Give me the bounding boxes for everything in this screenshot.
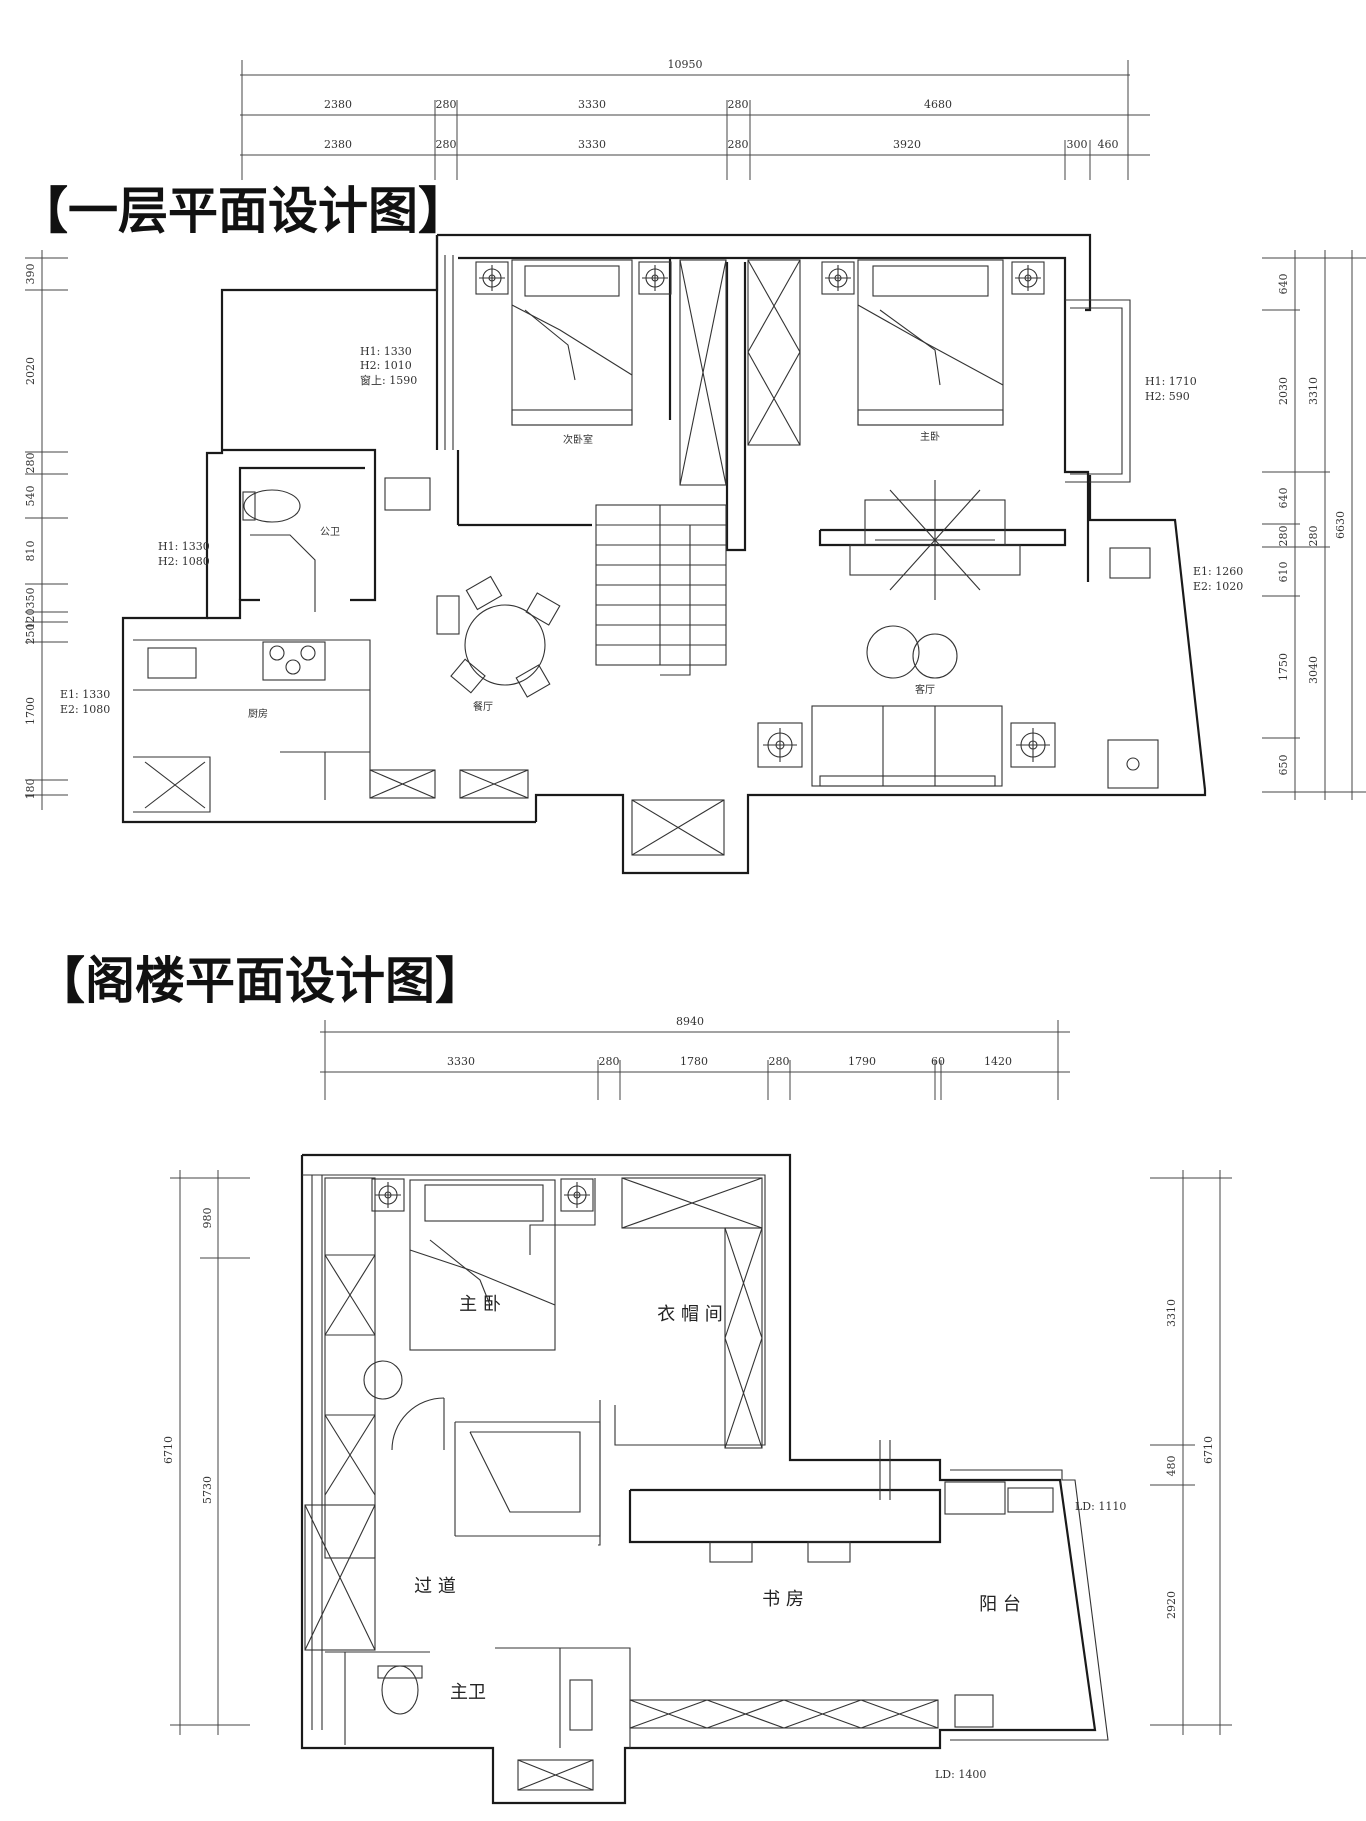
attic-left-dim-2: 5730: [201, 1476, 214, 1504]
bed-master: [857, 259, 1004, 426]
ground-right-dim-5: 610: [1277, 562, 1290, 583]
attic-right-dim-3: 2920: [1165, 1591, 1178, 1619]
ground-note-b2: H2: 590: [1145, 390, 1190, 403]
ground-left-dim-4: 540: [24, 486, 37, 507]
ground-fixtures: [147, 477, 431, 681]
ground-right-dimensions: 640 2030 640 280 610 1750 650 3310 280 3…: [1262, 250, 1366, 800]
ground-left-dim-10: 180: [24, 779, 37, 800]
ground-right-dim-3: 640: [1277, 488, 1290, 509]
ground-left-dim-7: 120: [24, 609, 37, 630]
ground-left-dim-2: 2020: [24, 357, 37, 385]
ground-note-d2: E2: 1080: [60, 703, 110, 716]
ground-plan-title: 【一层平面设计图】: [18, 182, 468, 240]
ground-right-mid-2: 280: [1307, 526, 1320, 547]
attic-dim-total: 8940: [676, 1015, 704, 1028]
attic-room-closet: 衣 帽 间: [657, 1304, 722, 1325]
attic-right-dim-1: 3310: [1165, 1299, 1178, 1327]
ground-right-mid-1: 3310: [1307, 377, 1320, 405]
ground-right-dim-4: 280: [1277, 526, 1290, 547]
ground-right-mid-3: 3040: [1307, 656, 1320, 684]
ground-dim-total: 10950: [668, 58, 703, 71]
attic-dim-6: 60: [931, 1055, 945, 1068]
ground-room-master: 主卧: [920, 430, 940, 443]
ground-left-dim-5: 810: [24, 541, 37, 562]
ground-stairs: [595, 504, 727, 676]
ground-note-e2: E2: 1020: [1193, 580, 1243, 593]
attic-plan-title: 【阁楼平面设计图】: [35, 952, 485, 1010]
ground-dining-furniture: [436, 575, 561, 698]
attic-walls: [300, 1153, 1109, 1805]
ground-note-a2: H2: 1010: [360, 359, 412, 372]
attic-room-corridor: 过 道: [414, 1576, 456, 1597]
attic-left-dim-1: 980: [201, 1208, 214, 1229]
ground-left-dim-9: 1700: [24, 697, 37, 725]
ground-walls: [121, 233, 1207, 875]
attic-dim-7: 1420: [984, 1055, 1012, 1068]
attic-dim-1: 3330: [447, 1055, 475, 1068]
attic-room-study: 书 房: [762, 1589, 804, 1610]
ground-dim-r1-5: 4680: [924, 98, 952, 111]
ground-dim-r1-3: 3330: [578, 98, 606, 111]
attic-left-dimensions: 980 5730 6710: [162, 1170, 250, 1735]
attic-left-dim-outer: 6710: [162, 1436, 175, 1464]
ground-note-b1: H1: 1710: [1145, 375, 1197, 388]
ground-right-dim-7: 650: [1277, 755, 1290, 776]
attic-right-dim-outer: 6710: [1202, 1436, 1215, 1464]
ground-left-dim-3: 280: [24, 453, 37, 474]
ground-dim-r2-2: 280: [436, 138, 457, 151]
attic-dim-2: 280: [599, 1055, 620, 1068]
ground-living-furniture: [811, 480, 1159, 789]
ground-right-dim-2: 2030: [1277, 377, 1290, 405]
attic-room-balcony: 阳 台: [979, 1594, 1021, 1615]
ground-room-second-bedroom: 次卧室: [563, 433, 593, 446]
attic-floor-plan: 【阁楼平面设计图】 8940 3330 280 1780 280 1790 60…: [35, 952, 1232, 1805]
ground-floor-plan: 10950 2380 280 3330 280 4680 2380 280 33…: [18, 58, 1366, 875]
attic-dim-4: 280: [769, 1055, 790, 1068]
ground-right-outer: 6630: [1334, 511, 1347, 539]
ground-note-e1: E1: 1260: [1193, 565, 1243, 578]
ground-left-dim-8: 250: [24, 624, 37, 645]
ground-wardrobes: [679, 259, 801, 486]
ground-left-dim-6: 350: [24, 588, 37, 609]
ground-note-c1: H1: 1330: [158, 540, 210, 553]
ground-room-living: 客厅: [915, 683, 935, 696]
attic-note-ld1: LD: 1110: [1075, 1500, 1126, 1513]
ground-note-d1: E1: 1330: [60, 688, 110, 701]
ground-right-dim-6: 1750: [1277, 653, 1290, 681]
ground-note-a1: H1: 1330: [360, 345, 412, 358]
attic-room-master-bath: 主卫: [450, 1682, 486, 1703]
ground-note-c2: H2: 1080: [158, 555, 210, 568]
ground-dim-r2-6: 300: [1067, 138, 1088, 151]
attic-dim-5: 1790: [848, 1055, 876, 1068]
ground-dim-r2-5: 3920: [893, 138, 921, 151]
ground-dim-r2-7: 460: [1098, 138, 1119, 151]
attic-right-dim-2: 480: [1165, 1456, 1178, 1477]
ground-dim-r2-3: 3330: [578, 138, 606, 151]
attic-top-dimensions: 8940 3330 280 1780 280 1790 60 1420: [320, 1015, 1070, 1100]
attic-note-ld2: LD: 1400: [935, 1768, 986, 1781]
attic-bed: [363, 1178, 594, 1400]
ground-dim-r2-4: 280: [728, 138, 749, 151]
ground-room-kitchen: 厨房: [248, 707, 268, 720]
ground-note-a3: 窗上: 1590: [360, 373, 417, 387]
ground-dim-r2-1: 2380: [324, 138, 352, 151]
attic-room-master: 主 卧: [459, 1294, 501, 1315]
attic-dim-3: 1780: [680, 1055, 708, 1068]
ground-left-dim-1: 390: [24, 264, 37, 285]
ground-dim-r1-2: 280: [436, 98, 457, 111]
ground-left-dimensions: 390 2020 280 540 810 350 120 250 1700 18…: [24, 250, 68, 810]
ground-room-bath: 公卫: [320, 527, 340, 538]
ground-dim-r1-4: 280: [728, 98, 749, 111]
ground-right-dim-1: 640: [1277, 274, 1290, 295]
ground-beds: [511, 259, 1004, 426]
attic-right-dimensions: 3310 480 2920 6710: [1150, 1170, 1232, 1735]
bed-second-bedroom: [511, 259, 633, 426]
ground-top-dimensions: 10950 2380 280 3330 280 4680 2380 280 33…: [240, 58, 1150, 180]
ground-room-dining: 餐厅: [473, 700, 493, 713]
ground-dim-r1-1: 2380: [324, 98, 352, 111]
attic-toilet: [377, 1665, 423, 1715]
ground-lamps: [475, 261, 1056, 768]
